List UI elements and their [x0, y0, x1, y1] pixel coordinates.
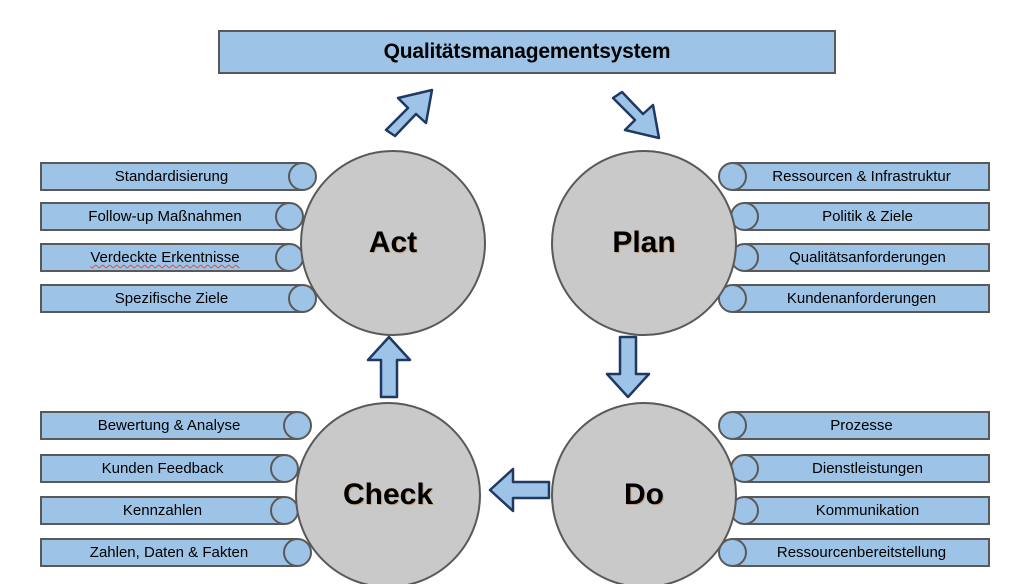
plan-item-2-label: Qualitätsanforderungen — [789, 249, 946, 266]
arrow-plan-to-do-icon — [605, 335, 651, 399]
act-item-2[interactable]: Verdeckte Erkentnisse — [40, 243, 290, 272]
act-item-3-label: Spezifische Ziele — [114, 290, 229, 307]
check-item-1[interactable]: Kunden Feedback — [40, 454, 285, 483]
qms-title-bar: Qualitätsmanagementsystem — [218, 30, 836, 74]
do-item-2-label: Kommunikation — [815, 502, 920, 519]
check-item-2[interactable]: Kennzahlen — [40, 496, 285, 525]
do-item-2[interactable]: Kommunikation — [745, 496, 990, 525]
do-item-cap-0 — [718, 411, 747, 440]
do-item-0[interactable]: Prozesse — [733, 411, 990, 440]
act-item-2-label: Verdeckte Erkentnisse — [90, 249, 240, 266]
check-item-0[interactable]: Bewertung & Analyse — [40, 411, 298, 440]
arrow-check-to-act-icon — [366, 335, 412, 399]
act-item-0[interactable]: Standardisierung — [40, 162, 303, 191]
plan-item-3[interactable]: Kundenanforderungen — [733, 284, 990, 313]
act-item-cap-1 — [275, 202, 304, 231]
phase-label-check: Check — [342, 478, 434, 511]
arrow-act-to-title-icon — [384, 88, 434, 138]
do-item-3-label: Ressourcenbereitstellung — [776, 544, 947, 561]
phase-label-plan: Plan — [612, 226, 676, 259]
plan-item-1-label: Politik & Ziele — [822, 208, 913, 225]
plan-item-2[interactable]: Qualitätsanforderungen — [745, 243, 990, 272]
plan-item-0-label: Ressourcen & Infrastruktur — [772, 168, 951, 185]
check-item-0-label: Bewertung & Analyse — [97, 417, 241, 434]
plan-item-cap-0 — [718, 162, 747, 191]
check-item-cap-1 — [270, 454, 299, 483]
act-item-3[interactable]: Spezifische Ziele — [40, 284, 303, 313]
plan-item-0[interactable]: Ressourcen & Infrastruktur — [733, 162, 990, 191]
act-item-cap-0 — [288, 162, 317, 191]
arrow-do-to-check-icon — [488, 467, 551, 513]
act-item-cap-2 — [275, 243, 304, 272]
do-item-1-label: Dienstleistungen — [812, 460, 923, 477]
check-item-cap-0 — [283, 411, 312, 440]
do-item-3[interactable]: Ressourcenbereitstellung — [733, 538, 990, 567]
phase-label-act: Act — [368, 226, 418, 259]
arrow-title-to-plan-icon — [611, 90, 661, 140]
phase-circle-do[interactable]: Do — [551, 402, 737, 584]
do-item-1[interactable]: Dienstleistungen — [745, 454, 990, 483]
check-item-2-label: Kennzahlen — [122, 502, 203, 519]
plan-item-1[interactable]: Politik & Ziele — [745, 202, 990, 231]
plan-item-3-label: Kundenanforderungen — [786, 290, 937, 307]
check-item-3-label: Zahlen, Daten & Fakten — [89, 544, 249, 561]
check-item-3[interactable]: Zahlen, Daten & Fakten — [40, 538, 298, 567]
do-item-0-label: Prozesse — [830, 417, 893, 434]
phase-circle-act[interactable]: Act — [300, 150, 486, 336]
phase-circle-check[interactable]: Check — [295, 402, 481, 584]
qms-title-text: Qualitätsmanagementsystem — [383, 40, 671, 63]
phase-label-do: Do — [624, 478, 664, 511]
phase-circle-plan[interactable]: Plan — [551, 150, 737, 336]
check-item-1-label: Kunden Feedback — [101, 460, 224, 477]
act-item-1[interactable]: Follow-up Maßnahmen — [40, 202, 290, 231]
act-item-1-label: Follow-up Maßnahmen — [88, 208, 242, 225]
act-item-0-label: Standardisierung — [114, 168, 229, 185]
check-item-cap-3 — [283, 538, 312, 567]
